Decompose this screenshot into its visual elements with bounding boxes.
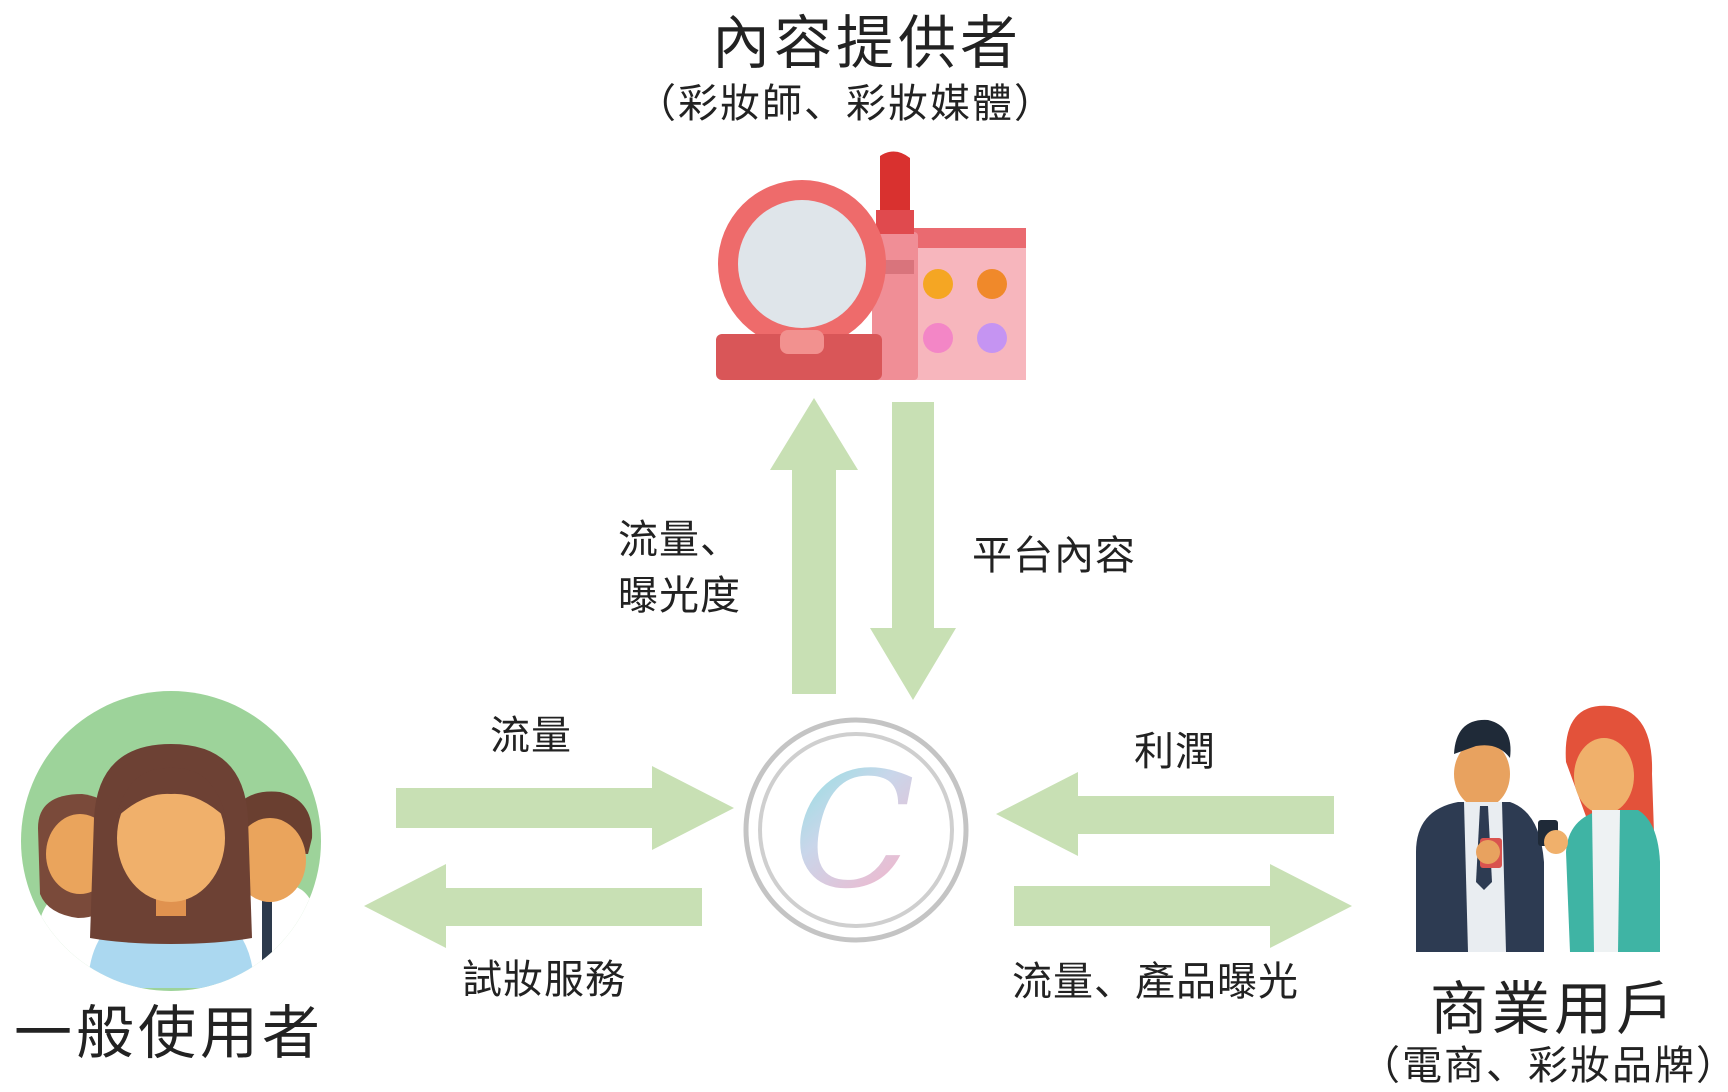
from-business-label: 利潤: [1134, 729, 1216, 775]
to-user-label: 試妝服務: [462, 957, 626, 1003]
to-provider-label-line2: 曝光度: [618, 573, 741, 619]
business-people-icon: [1416, 705, 1660, 952]
business-user-subtitle: （電商、彩妝品牌）: [1360, 1043, 1728, 1089]
arrow-center-to-user: [364, 864, 702, 948]
arrow-down-from-provider: [870, 402, 956, 700]
to-business-label: 流量、產品曝光: [1012, 959, 1299, 1005]
makeup-icon: [716, 151, 1026, 380]
content-provider-subtitle: （彩妝師、彩妝媒體）: [636, 81, 1056, 127]
to-provider-label-line1: 流量、: [618, 517, 741, 563]
from-user-label: 流量: [490, 713, 572, 759]
platform-logo-icon: C: [743, 717, 969, 943]
arrow-up-to-provider: [770, 398, 858, 694]
from-provider-label: 平台內容: [972, 533, 1136, 579]
arrow-center-to-business: [1014, 864, 1352, 948]
arrow-user-to-center: [396, 766, 734, 850]
logo-letter: C: [793, 737, 915, 924]
content-provider-title: 內容提供者: [712, 9, 1023, 77]
business-user-title: 商業用戶: [1430, 975, 1679, 1043]
arrow-business-to-center: [996, 772, 1334, 856]
general-user-title: 一般使用者: [14, 999, 325, 1067]
users-group-icon: [21, 691, 321, 991]
